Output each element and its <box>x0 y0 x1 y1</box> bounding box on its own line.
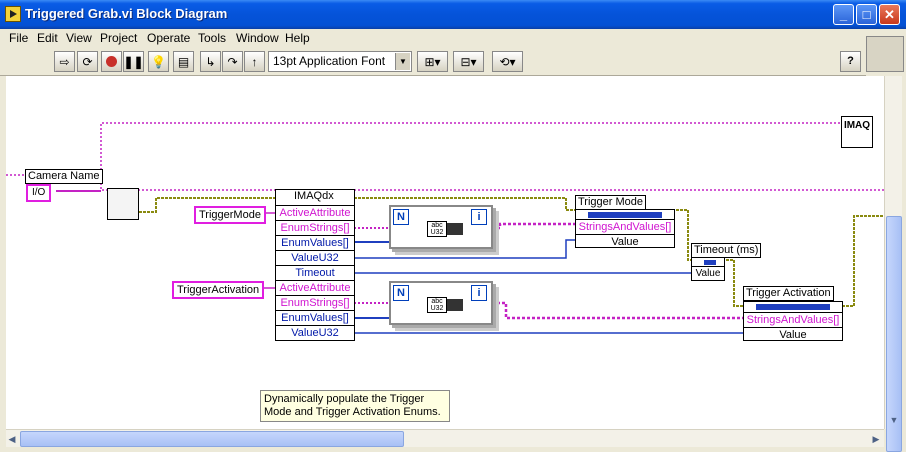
menu-view[interactable]: View <box>66 31 92 45</box>
imaqdx-open-camera-icon[interactable] <box>107 188 139 220</box>
scroll-right-icon[interactable]: ▶ <box>872 434 880 444</box>
pause-icon[interactable]: ❚❚ <box>123 51 144 72</box>
vertical-scrollbar[interactable]: ▼ <box>884 76 902 452</box>
enum-ring-icon-2 <box>756 304 830 310</box>
run-arrow-icon[interactable]: ⇨ <box>54 51 75 72</box>
menu-window[interactable]: Window <box>236 31 279 45</box>
timeout-value[interactable]: Value <box>692 266 724 281</box>
abort-icon[interactable] <box>101 51 122 72</box>
property-enum-values[interactable]: EnumValues[] <box>276 235 354 250</box>
timeout-node[interactable]: Value <box>691 257 725 281</box>
property-active-attribute-2[interactable]: ActiveAttribute <box>276 280 354 295</box>
menu-bar: File Edit View Project Operate Tools Win… <box>0 29 906 48</box>
vi-connector-pane-icon[interactable] <box>866 36 904 72</box>
window-title: Triggered Grab.vi Block Diagram <box>25 6 228 21</box>
trigger-mode-constant[interactable]: TriggerMode <box>194 206 266 224</box>
trigger-activation-label: Trigger Activation <box>743 286 834 301</box>
bundle-arrow-icon-2 <box>447 299 463 311</box>
close-button[interactable]: ✕ <box>879 4 900 25</box>
property-timeout[interactable]: Timeout <box>276 265 354 280</box>
camera-name-label: Camera Name <box>25 169 103 184</box>
font-selector[interactable]: 13pt Application Font▼ <box>268 51 412 72</box>
step-out-icon[interactable]: ↑ <box>244 51 265 72</box>
scroll-left-icon[interactable]: ◀ <box>8 434 16 444</box>
maximize-button[interactable]: □ <box>856 4 877 25</box>
title-bar: Triggered Grab.vi Block Diagram _ □ ✕ <box>0 0 906 29</box>
menu-edit[interactable]: Edit <box>37 31 58 45</box>
trigger-activation-node[interactable]: StringsAndValues[] Value <box>743 301 843 341</box>
property-enum-strings[interactable]: EnumStrings[] <box>276 220 354 235</box>
retain-wire-values-icon[interactable]: ▤ <box>173 51 194 72</box>
context-help-button[interactable]: ? <box>840 51 861 72</box>
minimize-button[interactable]: _ <box>833 4 854 25</box>
step-over-icon[interactable]: ↷ <box>222 51 243 72</box>
numeric-ring-icon <box>704 260 716 265</box>
imaqdx-node-title: IMAQdx <box>276 190 354 204</box>
enum-ring-icon <box>588 212 662 218</box>
camera-name-terminal[interactable]: I/O <box>26 184 52 202</box>
reorder-icon[interactable]: ⟲▾ <box>492 51 523 72</box>
loop-count-terminal-2: N <box>393 285 409 301</box>
property-enum-values-2[interactable]: EnumValues[] <box>276 310 354 325</box>
loop-iteration-terminal: i <box>471 209 487 225</box>
horizontal-scrollbar[interactable]: ◀ ▶ <box>6 429 884 447</box>
trigger-activation-value[interactable]: Value <box>744 327 842 342</box>
diagram-comment: Dynamically populate the Trigger Mode an… <box>260 390 450 422</box>
wires-layer <box>6 122 884 334</box>
trigger-activation-constant[interactable]: TriggerActivation <box>172 281 265 299</box>
property-value-u32[interactable]: ValueU32 <box>276 250 354 265</box>
trigger-activation-strings-and-values[interactable]: StringsAndValues[] <box>744 312 842 327</box>
property-value-u32-2[interactable]: ValueU32 <box>276 325 354 340</box>
scroll-down-icon[interactable]: ▼ <box>889 415 899 425</box>
menu-operate[interactable]: Operate <box>147 31 191 45</box>
distribute-objects-icon[interactable]: ⊟▾ <box>453 51 484 72</box>
imaqdx-property-node[interactable]: IMAQdx ActiveAttribute EnumStrings[] Enu… <box>275 189 355 341</box>
trigger-mode-value[interactable]: Value <box>576 234 674 249</box>
property-active-attribute[interactable]: ActiveAttribute <box>276 205 354 220</box>
menu-help[interactable]: Help <box>285 31 310 45</box>
step-into-icon[interactable]: ↳ <box>200 51 221 72</box>
trigger-mode-label: Trigger Mode <box>575 195 647 210</box>
menu-project[interactable]: Project <box>100 31 138 45</box>
menu-file[interactable]: File <box>9 31 29 45</box>
loop-iteration-terminal-2: i <box>471 285 487 301</box>
toolbar: ⇨ ⟳ ❚❚ 💡 ▤ ↳ ↷ ↑ 13pt Application Font▼ … <box>0 48 866 76</box>
property-enum-strings-2[interactable]: EnumStrings[] <box>276 295 354 310</box>
menu-tools[interactable]: Tools <box>198 31 227 45</box>
highlight-execution-icon[interactable]: 💡 <box>148 51 169 72</box>
imaq-dispose-icon[interactable]: IMAQ <box>841 116 873 148</box>
block-diagram-canvas[interactable]: Camera Name I/O TriggerMode TriggerActiv… <box>6 76 884 429</box>
labview-vi-icon <box>5 6 21 22</box>
timeout-label: Timeout (ms) <box>691 243 762 258</box>
chevron-down-icon: ▼ <box>395 53 410 70</box>
trigger-mode-node[interactable]: StringsAndValues[] Value <box>575 209 675 248</box>
run-continuously-icon[interactable]: ⟳ <box>77 51 98 72</box>
horizontal-scroll-thumb[interactable] <box>20 431 404 447</box>
loop-count-terminal: N <box>393 209 409 225</box>
trigger-mode-strings-and-values[interactable]: StringsAndValues[] <box>576 219 674 234</box>
bundle-arrow-icon <box>447 223 463 235</box>
align-objects-icon[interactable]: ⊞▾ <box>417 51 448 72</box>
